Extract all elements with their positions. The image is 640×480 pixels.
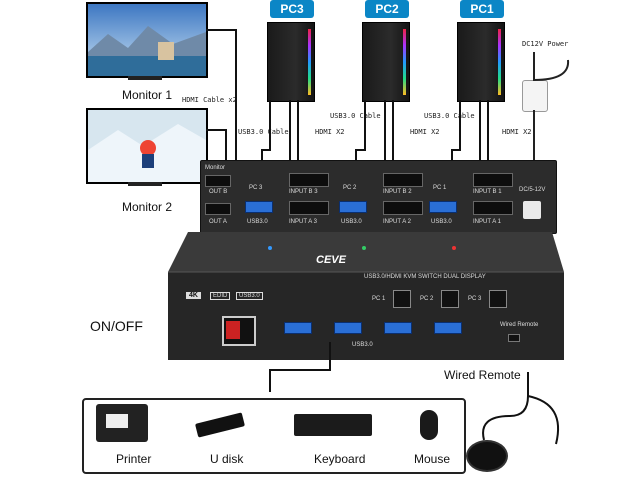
- front-usb-port-4[interactable]: [434, 322, 462, 334]
- monitor-2: [86, 108, 208, 184]
- monitor-1-label: Monitor 1: [122, 88, 173, 102]
- input-b3-label: INPUT B 3: [289, 189, 318, 195]
- monitor-2-screen: [88, 110, 206, 182]
- back-usb-port-pc2: [339, 201, 367, 213]
- front-pc2-label: PC 2: [420, 296, 434, 302]
- input-b1-label: INPUT B 1: [473, 189, 502, 195]
- input-a1-port: [473, 201, 513, 215]
- input-b3-port: [289, 173, 329, 187]
- input-a2-label: INPUT A 2: [383, 219, 411, 225]
- back-pc2-label: PC 2: [343, 185, 357, 191]
- brand-logo: CEVE: [316, 254, 346, 266]
- badge-4k: 4K: [186, 292, 201, 299]
- mouse-icon: [420, 410, 438, 440]
- mouse-label: Mouse: [414, 452, 451, 466]
- back-pc1-label: PC 1: [433, 185, 447, 191]
- pc1-badge: PC1: [460, 0, 504, 18]
- status-led-red: [452, 246, 456, 250]
- cables: [206, 29, 489, 165]
- out-b-port: [205, 175, 231, 187]
- pc2-select-button[interactable]: [441, 290, 459, 308]
- input-b1-port: [473, 173, 513, 187]
- badge-usb: USB3.0: [236, 292, 263, 300]
- model-label: USB3.0/HDMI KVM SWITCH DUAL DISPLAY: [364, 274, 486, 280]
- input-b2-label: INPUT B 2: [383, 189, 412, 195]
- keyboard-label: Keyboard: [314, 452, 366, 466]
- remote-cable: [482, 372, 560, 445]
- usb-cable-label-left: USB3.0 Cable: [238, 128, 289, 136]
- monitor-2-label: Monitor 2: [122, 200, 173, 214]
- input-a2-port: [383, 201, 423, 215]
- hdmi-x2-label-a: HDMI X2: [315, 128, 345, 136]
- dc-label: DC/5-12V: [519, 187, 546, 193]
- pc3-tower: [267, 22, 315, 102]
- usb-cable-label-mid: USB3.0 Cable: [330, 112, 381, 120]
- back-usb-port-pc3: [245, 201, 273, 213]
- hdmi-cable-label: HDMI Cable x2: [182, 96, 237, 104]
- back-usb30-label-2: USB3.0: [341, 219, 362, 225]
- udisk-label: U disk: [210, 452, 244, 466]
- dc-power-label: DC12V Power: [522, 40, 569, 48]
- front-usb-port-3[interactable]: [384, 322, 412, 334]
- on-off-label: ON/OFF: [90, 318, 143, 334]
- wired-remote-label: Wired Remote: [444, 368, 521, 382]
- printer-icon: [96, 404, 148, 442]
- front-usb-port-2[interactable]: [334, 322, 362, 334]
- monitor-1-screen: [88, 4, 206, 76]
- front-usb30-label: USB3.0: [352, 342, 373, 348]
- peripheral-cable: [269, 342, 331, 392]
- power-switch-rocker: [226, 321, 240, 339]
- input-a3-port: [289, 201, 329, 215]
- pc2-badge: PC2: [365, 0, 409, 18]
- front-usb-port-1[interactable]: [284, 322, 312, 334]
- pc3-badge: PC3: [270, 0, 314, 18]
- monitor-1: [86, 2, 208, 78]
- hdmi-x2-label-b: HDMI X2: [410, 128, 440, 136]
- front-pc1-label: PC 1: [372, 296, 386, 302]
- status-led-blue: [268, 246, 272, 250]
- monitor-1-stand: [128, 76, 162, 80]
- dc-jack: [523, 201, 541, 219]
- input-b2-port: [383, 173, 423, 187]
- status-led-green: [362, 246, 366, 250]
- pc3-select-button[interactable]: [489, 290, 507, 308]
- back-monitor-label: Monitor: [205, 165, 226, 171]
- back-pc3-label: PC 3: [249, 185, 263, 191]
- remote-jack: [508, 334, 520, 342]
- remote-button[interactable]: [466, 440, 508, 472]
- out-a-label: OUT A: [209, 219, 227, 225]
- back-panel: Monitor OUT B OUT A PC 3 USB3.0 INPUT B …: [200, 160, 557, 234]
- power-switch[interactable]: [222, 316, 256, 346]
- back-usb30-label-1: USB3.0: [247, 219, 268, 225]
- front-pc3-label: PC 3: [468, 296, 482, 302]
- printer-label: Printer: [116, 452, 152, 466]
- input-a3-label: INPUT A 3: [289, 219, 317, 225]
- back-usb30-label-3: USB3.0: [431, 219, 452, 225]
- monitor-2-stand: [128, 182, 162, 186]
- out-a-port: [205, 203, 231, 215]
- keyboard-icon: [294, 414, 372, 436]
- usb-cable-label-right: USB3.0 Cable: [424, 112, 475, 120]
- front-wired-remote-label: Wired Remote: [500, 322, 539, 328]
- input-a1-label: INPUT A 1: [473, 219, 501, 225]
- hdmi-x2-label-c: HDMI X2: [502, 128, 532, 136]
- pc1-select-button[interactable]: [393, 290, 411, 308]
- badge-edid: EDID: [210, 292, 231, 300]
- back-usb-port-pc1: [429, 201, 457, 213]
- out-b-label: OUT B: [209, 189, 228, 195]
